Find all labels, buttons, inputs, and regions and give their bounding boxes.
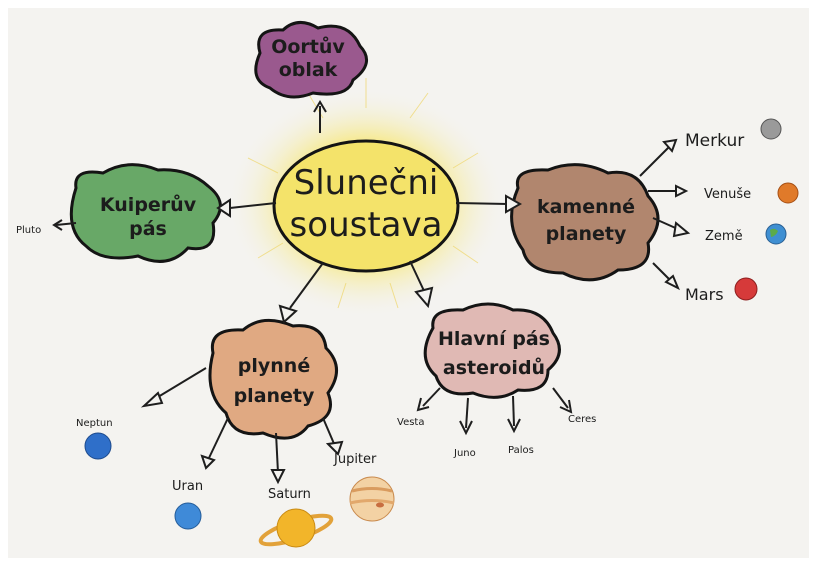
uran-label: Uran bbox=[172, 479, 203, 494]
sun-ray-lines bbox=[247, 78, 479, 309]
merkur-label: Merkur bbox=[685, 131, 744, 151]
oort-cloud-shape bbox=[254, 21, 369, 99]
gas-line1: plynné bbox=[238, 355, 310, 377]
center-node-shape bbox=[272, 139, 460, 273]
juno-label: Juno bbox=[453, 448, 476, 459]
belt-line1: Hlavní pás bbox=[438, 328, 550, 350]
gas-planets-shape bbox=[208, 318, 338, 440]
venuse-planet-icon bbox=[777, 182, 799, 204]
neptun-label: Neptun bbox=[76, 418, 113, 429]
arrow-to-neptun bbox=[140, 367, 207, 408]
jupiter-label: Jupiter bbox=[333, 452, 377, 467]
arrow-to-venuse bbox=[648, 184, 689, 198]
arrow-to-zeme bbox=[652, 217, 691, 238]
oort-line2: oblak bbox=[279, 59, 338, 81]
merkur-planet-icon bbox=[760, 118, 782, 140]
kuiper-line1: Kuiperův bbox=[100, 193, 197, 216]
arrow-to-pluto bbox=[52, 219, 77, 231]
arrow-to-gas bbox=[278, 262, 324, 324]
arrow-to-vesta bbox=[416, 387, 441, 412]
arrow-to-jupiter bbox=[322, 417, 344, 456]
saturn-label: Saturn bbox=[268, 487, 311, 502]
paper-sheet: Slunečni soustava Oortův oblak Kuiperův … bbox=[8, 8, 809, 558]
belt-line2: asteroidů bbox=[443, 356, 545, 379]
oort-line1: Oortův bbox=[271, 35, 345, 58]
arrow-to-oort bbox=[313, 100, 327, 133]
rocky-line2: planety bbox=[546, 223, 627, 245]
zeme-label: Země bbox=[705, 229, 743, 244]
center-title-line1: Slunečni bbox=[294, 163, 439, 203]
mars-planet-icon bbox=[734, 277, 758, 301]
venuse-label: Venuše bbox=[704, 187, 751, 202]
vesta-label: Vesta bbox=[397, 417, 424, 428]
mars-label: Mars bbox=[685, 285, 724, 304]
arrow-to-mars bbox=[652, 262, 680, 291]
kuiper-line2: pás bbox=[129, 218, 167, 240]
ceres-label: Ceres bbox=[568, 414, 596, 425]
arrow-to-juno bbox=[459, 397, 473, 436]
arrow-to-kuiper bbox=[216, 198, 277, 218]
jupiter-planet-icon bbox=[349, 476, 395, 522]
neptun-planet-icon bbox=[84, 432, 112, 460]
arrow-to-belt bbox=[409, 260, 434, 309]
arrow-to-saturn bbox=[270, 432, 286, 485]
arrow-to-palos bbox=[507, 395, 521, 434]
rocky-planets-shape bbox=[510, 163, 660, 282]
arrow-to-ceres bbox=[552, 387, 573, 414]
kuiper-belt-shape bbox=[69, 163, 222, 263]
saturn-planet-icon bbox=[258, 508, 334, 548]
rocky-line1: kamenné bbox=[537, 196, 635, 218]
arrow-to-merkur bbox=[639, 138, 678, 177]
mind-map: Slunečni soustava Oortův oblak Kuiperův … bbox=[16, 21, 799, 548]
gas-line2: planety bbox=[234, 385, 315, 407]
arrow-to-rocky bbox=[455, 194, 523, 214]
zeme-land bbox=[770, 228, 778, 237]
palos-label: Palos bbox=[508, 445, 534, 456]
asteroid-belt-shape bbox=[423, 302, 561, 399]
arrow-to-uran bbox=[200, 417, 229, 470]
uran-planet-icon bbox=[174, 502, 202, 530]
pluto-label: Pluto bbox=[16, 225, 41, 236]
center-title-line2: soustava bbox=[290, 205, 443, 245]
